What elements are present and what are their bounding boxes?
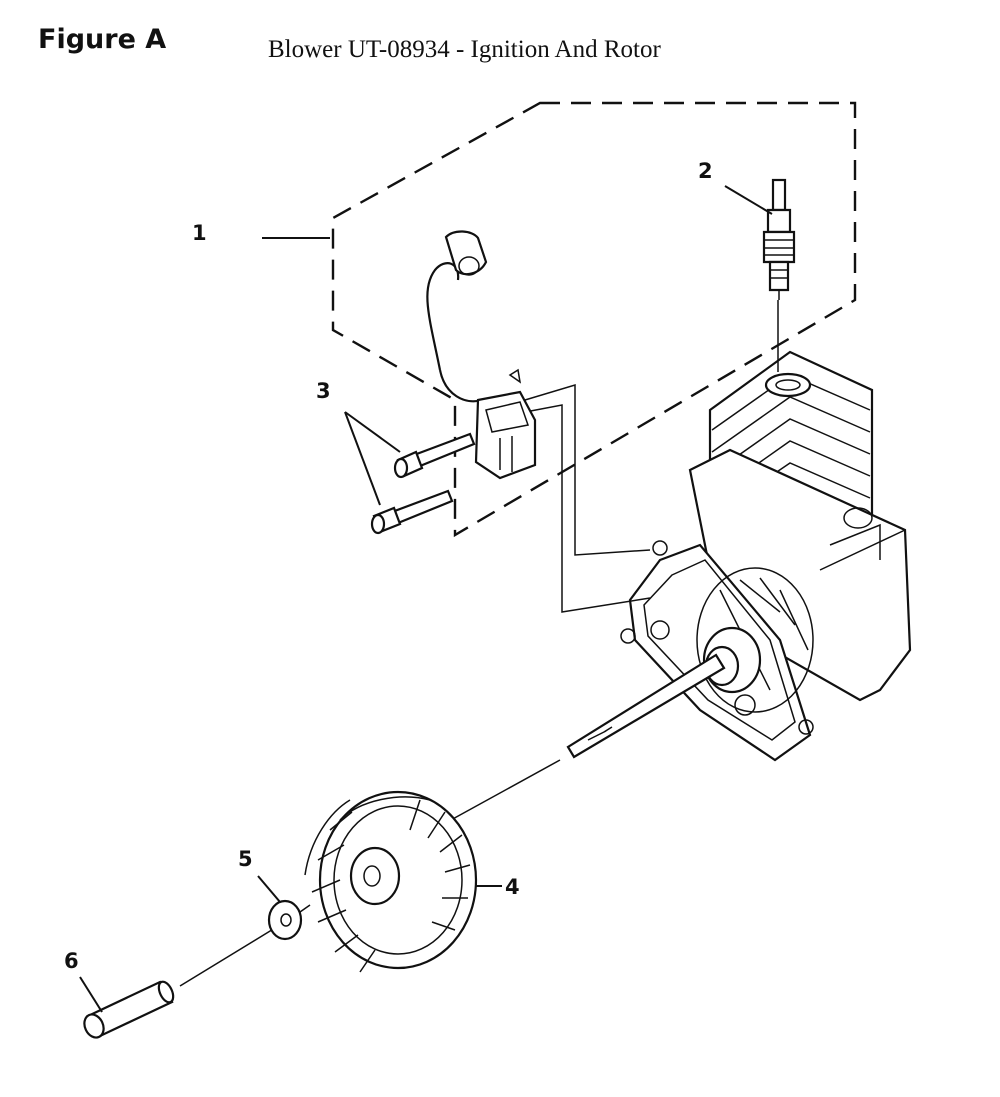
assembly-boundary-dashed — [331, 101, 857, 538]
engine-block — [620, 350, 912, 762]
callout-6-leader — [79, 976, 103, 1013]
callout-2: 2 — [698, 159, 713, 183]
crankshaft — [566, 653, 726, 759]
spark-plug — [762, 178, 796, 300]
ignition-screw-lower — [370, 489, 454, 535]
washer-to-pin-line — [179, 927, 276, 987]
callout-2-leader — [724, 185, 773, 215]
ignition-module — [426, 230, 537, 480]
ignition-wire-routing-lines — [519, 383, 651, 613]
diagram-title: Blower UT-08934 - Ignition And Rotor — [268, 36, 661, 63]
callout-1: 1 — [192, 221, 207, 245]
shaft-axis-line — [439, 759, 561, 827]
callout-4: 4 — [505, 875, 520, 899]
callout-5: 5 — [238, 847, 253, 871]
callout-6: 6 — [64, 949, 79, 973]
figure-label: Figure A — [38, 24, 167, 55]
washer — [267, 899, 303, 941]
callout-3: 3 — [316, 379, 331, 403]
flywheel-rotor — [304, 790, 478, 973]
callout-3-leader-upper — [344, 411, 401, 453]
callout-5-leader — [257, 875, 281, 903]
callout-3-leader-lower — [344, 411, 381, 506]
ignition-screw-upper — [393, 432, 476, 479]
pin — [83, 980, 175, 1039]
flywheel-to-washer-line — [299, 904, 311, 913]
